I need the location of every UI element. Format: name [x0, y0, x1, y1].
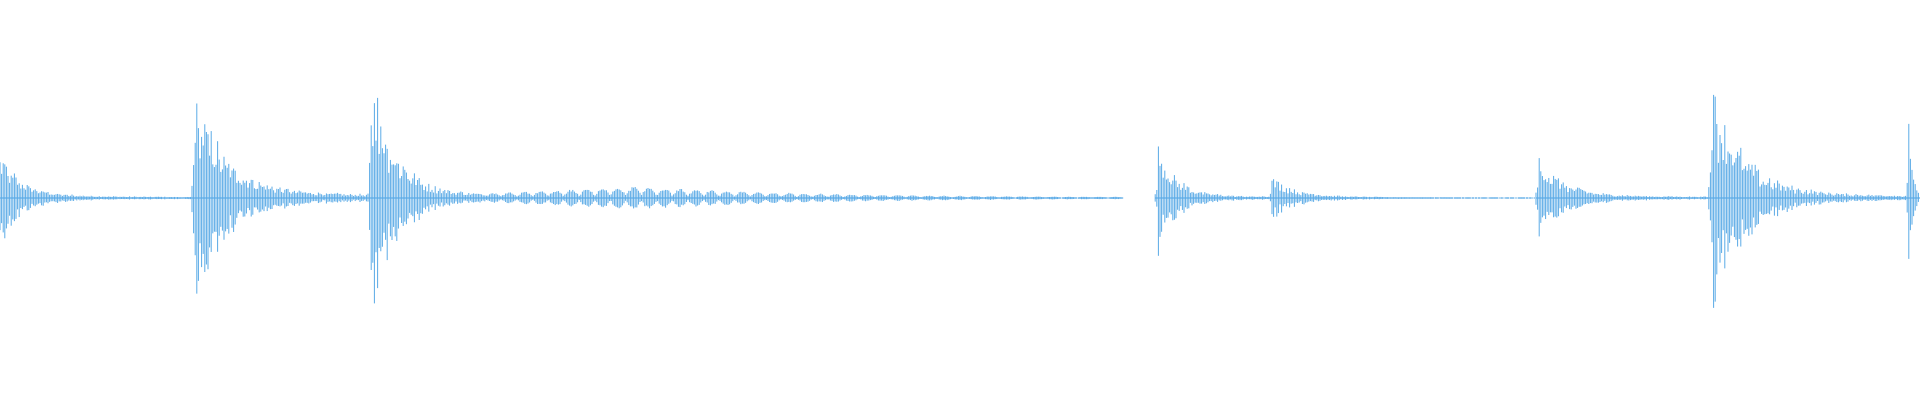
waveform-strokes — [0, 94, 1920, 308]
